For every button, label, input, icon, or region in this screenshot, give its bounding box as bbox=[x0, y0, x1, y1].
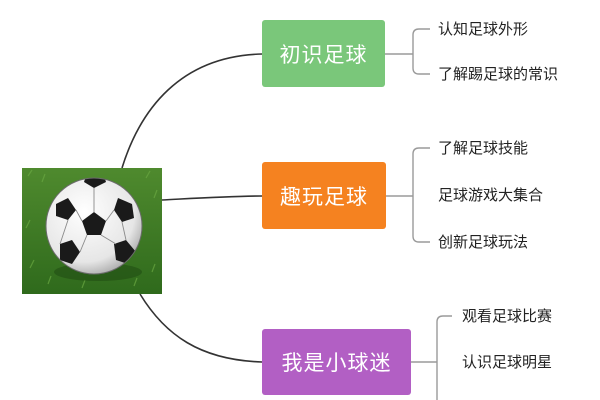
leaf-2-3[interactable]: 创新足球玩法 bbox=[438, 233, 529, 251]
bracket-3 bbox=[411, 315, 452, 400]
leaf-3-1[interactable]: 观看足球比赛 bbox=[462, 307, 553, 325]
leaf-3-2[interactable]: 认识足球明星 bbox=[462, 353, 553, 371]
leaf-2-1[interactable]: 了解足球技能 bbox=[438, 139, 529, 157]
branch-node-1[interactable]: 初识足球 bbox=[262, 20, 385, 87]
connector-to-branch-3 bbox=[139, 293, 263, 363]
leaf-1-2[interactable]: 了解踢足球的常识 bbox=[438, 65, 559, 83]
branch-label-2: 趣玩足球 bbox=[280, 184, 368, 209]
leaf-2-2[interactable]: 足球游戏大集合 bbox=[438, 186, 544, 204]
bracket-2 bbox=[386, 147, 430, 243]
branch-label-1: 初识足球 bbox=[279, 42, 368, 67]
central-soccer-ball-image bbox=[22, 168, 162, 294]
bracket-1 bbox=[385, 28, 430, 75]
leaf-1-1[interactable]: 认知足球外形 bbox=[438, 20, 529, 38]
connector-to-branch-2 bbox=[161, 195, 263, 201]
connector-to-branch-1 bbox=[121, 53, 263, 169]
branch-node-2[interactable]: 趣玩足球 bbox=[262, 162, 386, 229]
branch-label-3: 我是小球迷 bbox=[281, 351, 392, 375]
branch-node-3[interactable]: 我是小球迷 bbox=[262, 329, 411, 395]
